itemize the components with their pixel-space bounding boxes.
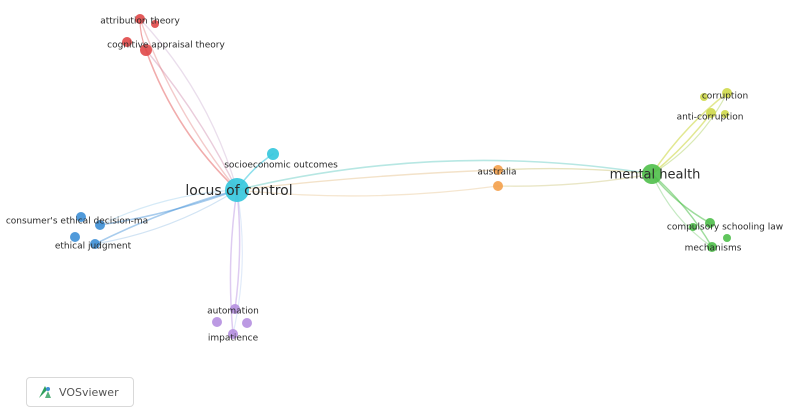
edge-attribution-locus [139, 18, 238, 191]
edge-locus-australia-2 [236, 185, 499, 197]
network-node-locus[interactable] [225, 178, 249, 202]
edge-impatience-locus-2 [232, 189, 243, 335]
network-node-australia[interactable] [493, 165, 503, 175]
network-node-ethical[interactable] [90, 239, 100, 249]
edge-australia-mental [497, 167, 653, 175]
edge-automation-locus [234, 189, 241, 310]
node-label-compulsory: compulsory schooling law [667, 223, 783, 233]
network-edges [94, 18, 728, 335]
network-node-cognitive[interactable] [140, 44, 152, 56]
network-node-minor[interactable] [151, 20, 159, 28]
network-node-impatience[interactable] [228, 329, 238, 339]
network-node-socio[interactable] [267, 148, 279, 160]
network-node-mechanisms[interactable] [707, 242, 717, 252]
network-node-anticorruption[interactable] [706, 108, 716, 118]
node-label-attribution: attribution theory [100, 17, 180, 27]
network-node-compulsory[interactable] [705, 218, 715, 228]
edge-consumer-locus [99, 189, 238, 226]
edge-cognitive-locus [145, 49, 238, 191]
network-node-minor[interactable] [242, 318, 252, 328]
network-node-minor[interactable] [700, 93, 708, 101]
network-node-minor[interactable] [689, 223, 697, 231]
network-node-mental[interactable] [642, 164, 662, 184]
edge-corruption-mental-2 [651, 92, 728, 175]
vosviewer-logo-text: VOSviewer [59, 385, 119, 399]
network-node-australia-2[interactable] [493, 181, 503, 191]
node-label-mental: mental health [610, 168, 701, 183]
node-label-locus: locus of control [185, 183, 292, 199]
node-label-ethical: ethical judgment [55, 242, 132, 252]
node-label-cognitive: cognitive appraisal theory [107, 41, 225, 51]
edge-australia2-mental [497, 173, 653, 187]
node-label-anticorruption: anti-corruption [677, 113, 744, 123]
edge-corruption-mental [651, 92, 728, 175]
node-label-impatience: impatience [208, 334, 259, 344]
edge-consumer-locus-2 [99, 189, 238, 226]
network-node-minor[interactable] [721, 110, 729, 118]
node-label-automation: automation [207, 307, 259, 317]
edge-impatience-locus [229, 189, 238, 335]
node-label-corruption: corruption [702, 92, 748, 102]
node-label-australia: australia [477, 168, 516, 178]
vosviewer-logo-icon [39, 386, 51, 398]
network-node-minor[interactable] [723, 234, 731, 242]
network-node-corruption[interactable] [722, 88, 732, 98]
network-node-minor[interactable] [212, 317, 222, 327]
network-labels: locus of control socioeconomic outcomes me… [6, 17, 783, 344]
network-node-minor[interactable] [70, 232, 80, 242]
network-node-attribution[interactable] [135, 14, 145, 24]
edge-locus-mental [236, 159, 653, 191]
network-node-consumer[interactable] [95, 220, 105, 230]
edge-ethical-locus-2 [94, 189, 238, 245]
network-node-minor[interactable] [76, 212, 86, 222]
node-label-consumer: consumer's ethical decision-ma [6, 217, 148, 227]
node-label-socio: socioeconomic outcomes [224, 161, 338, 171]
network-node-automation[interactable] [230, 304, 240, 314]
vosviewer-badge: VOSviewer [26, 377, 134, 407]
edge-ethical-locus [94, 189, 238, 245]
edge-cognitive-locus-2 [145, 49, 238, 191]
edge-locus-australia [236, 169, 499, 191]
node-label-mechanisms: mechanisms [685, 244, 742, 254]
edge-attribution-locus-2 [139, 18, 238, 191]
network-nodes [70, 14, 732, 339]
network-node-minor[interactable] [122, 37, 132, 47]
